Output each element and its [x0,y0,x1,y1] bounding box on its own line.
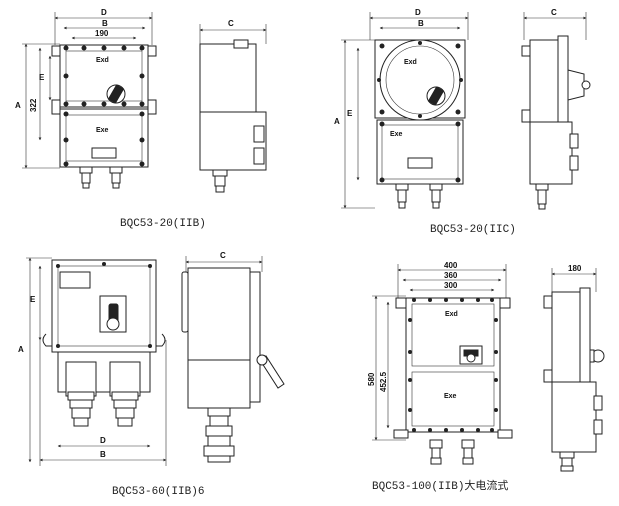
bl-front-view: A E D B [18,257,167,466]
br-exe-label: Exe [444,393,457,400]
br-dim-360: 360 [444,271,458,280]
tl-dim-322: 322 [29,98,38,112]
tr-side-view: C [521,8,591,210]
tl-side-view: C [199,19,267,193]
br-front-view: 400 360 300 Exd Exe [367,261,513,465]
bl-dim-C: C [220,251,226,260]
br-dim-580: 580 [367,372,376,386]
tr-dim-D: D [415,8,421,17]
tr-dim-B: B [418,19,424,28]
br-dim-400: 400 [444,261,458,270]
tl-front-view: D B 190 Exd Exe [15,8,157,189]
caption-bqc53-20-iib: BQC53-20(IIB) [120,218,206,230]
tr-dim-E: E [347,109,353,118]
tr-dim-A: A [334,117,340,126]
caption-bqc53-60-iib6: BQC53-60(IIB)6 [112,486,204,498]
bl-dim-D: D [100,436,106,445]
tl-dim-A: A [15,101,21,110]
tl-dim-C: C [228,19,234,28]
tl-dim-190: 190 [95,29,109,38]
caption-bqc53-100-iib: BQC53-100(IIB)大电流式 [372,478,508,493]
br-dim-300: 300 [444,281,458,290]
tr-dim-C: C [551,8,557,17]
br-dim-452-5: 452.5 [379,371,388,392]
tr-front-view: D B Exd Exe [334,8,469,209]
tl-exd-label: Exd [96,57,109,64]
bl-dim-B: B [100,450,106,459]
tr-exd-label: Exd [404,59,417,66]
tl-dim-E: E [39,73,45,82]
bl-side-view: C [181,251,285,463]
br-dim-180: 180 [568,264,582,273]
tr-exe-label: Exe [390,131,403,138]
tl-exe-label: Exe [96,127,109,134]
tl-dim-B: B [102,19,108,28]
tl-dim-D: D [101,8,107,17]
br-side-view: 180 [543,264,605,472]
caption-bqc53-20-iic: BQC53-20(IIC) [430,224,516,236]
bl-dim-E: E [30,295,36,304]
bl-dim-A: A [18,345,24,354]
br-exd-label: Exd [445,311,458,318]
